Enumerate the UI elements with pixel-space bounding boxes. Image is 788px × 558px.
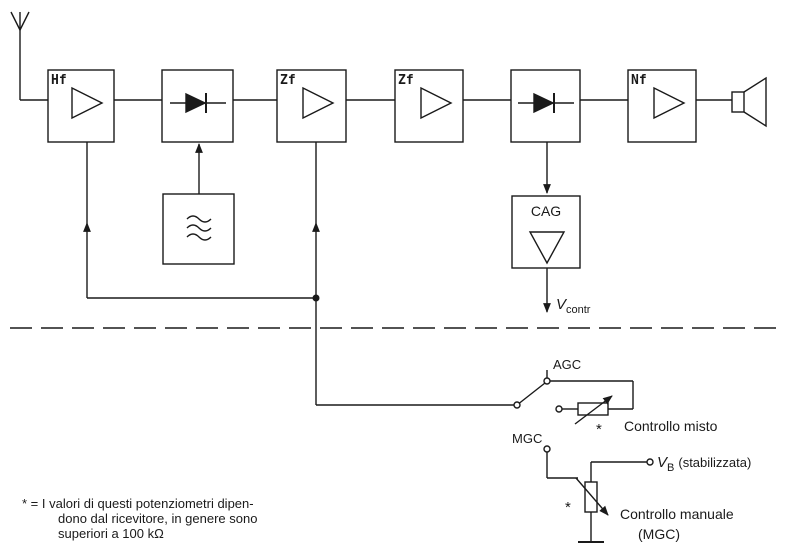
- hf-label: Hf: [51, 73, 67, 88]
- nf-label: Nf: [631, 73, 647, 88]
- controllo-misto-label: Controllo misto: [624, 418, 718, 434]
- cag-block: [511, 195, 581, 269]
- mixer-block: [161, 69, 234, 143]
- mgc-mixed-contact: [555, 405, 563, 413]
- antenna-icon: [10, 11, 48, 101]
- switch-lever: [516, 382, 546, 406]
- zf1-label: Zf: [280, 73, 296, 88]
- potentiometer-arrow: [574, 395, 613, 425]
- asterisk-manual: *: [565, 499, 571, 516]
- zf2-label: Zf: [398, 73, 414, 88]
- footnote-line: superiori a 100 kΩ: [58, 526, 164, 541]
- switch-pivot: [513, 401, 521, 409]
- zf2-block: [394, 69, 464, 143]
- footnote: * = I valori di questi potenziometri dip…: [22, 496, 362, 541]
- attenuator-icon: [528, 231, 566, 265]
- potentiometer-manual: [584, 481, 598, 513]
- vcontr-label: Vcontr: [556, 296, 591, 316]
- controllo-manuale-abbr: (MGC): [638, 526, 680, 542]
- demodulator-block: [510, 69, 581, 143]
- vb-label: VB(stabilizzata): [657, 454, 751, 474]
- nf-block: [627, 69, 697, 143]
- mgc-contact: [543, 445, 551, 453]
- amplifier-icon: [653, 86, 686, 120]
- amplifier-icon: [420, 86, 453, 120]
- footnote-line: dono dal ricevitore, in genere sono: [58, 511, 258, 526]
- loudspeaker-icon: [731, 76, 767, 128]
- diode-icon: [170, 92, 226, 114]
- mgc-label: MGC: [512, 431, 542, 446]
- cag-label: CAG: [531, 203, 561, 219]
- potentiometer-mixed: [577, 402, 609, 416]
- diode-icon: [518, 92, 574, 114]
- vb-terminal: [646, 458, 654, 466]
- controllo-manuale-label: Controllo manuale: [620, 506, 734, 522]
- oscillator-block: [162, 193, 235, 265]
- asterisk-mixed: *: [596, 421, 602, 438]
- amplifier-icon: [71, 86, 104, 120]
- junction-dot: [312, 294, 320, 302]
- sine-wave-icon: [186, 215, 212, 241]
- zf1-block: [276, 69, 347, 143]
- amplifier-icon: [302, 86, 335, 120]
- hf-block: [47, 69, 115, 143]
- agc-label: AGC: [553, 357, 581, 372]
- footnote-line: * = I valori di questi potenziometri dip…: [22, 496, 254, 511]
- potentiometer-arrow: [575, 477, 609, 516]
